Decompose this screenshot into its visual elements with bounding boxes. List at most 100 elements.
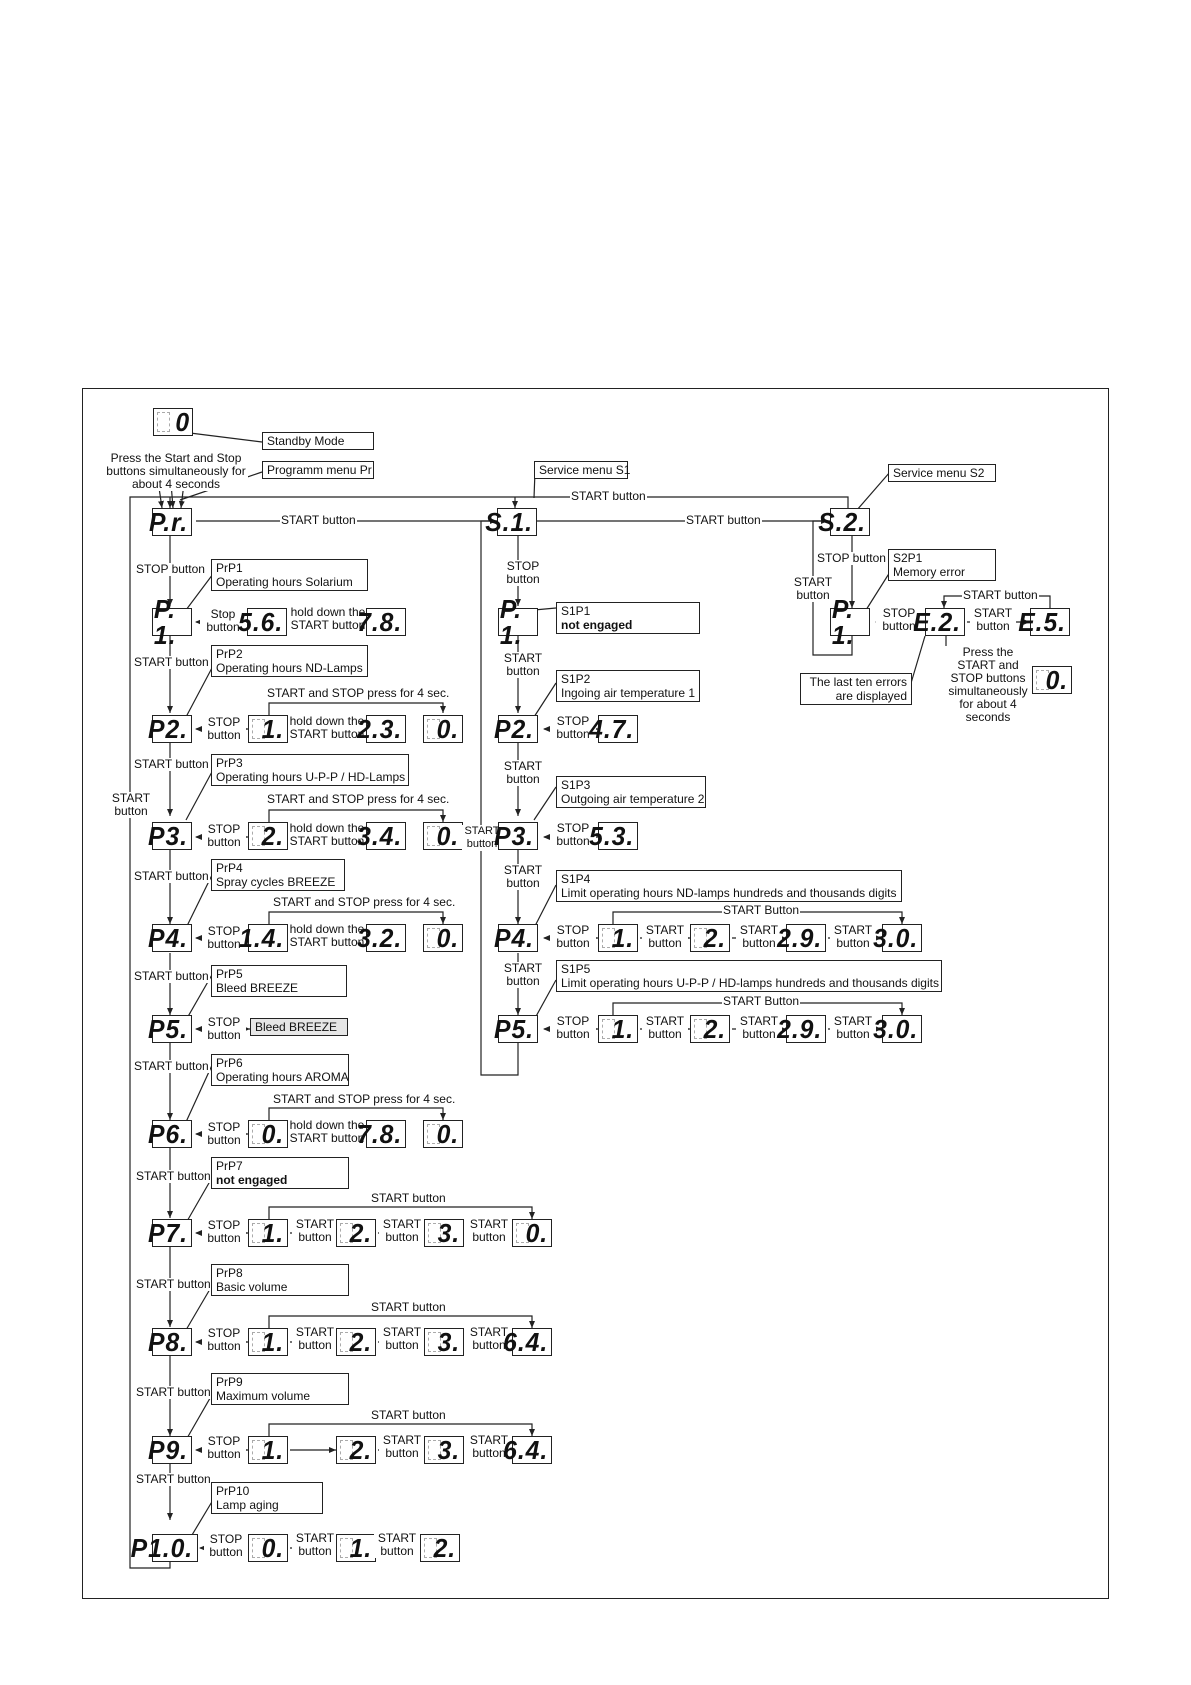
s1p4-step-label: START button xyxy=(500,864,546,890)
p2-value-3: 0. xyxy=(423,715,463,743)
s1p4-start-3-label: START button xyxy=(830,924,876,950)
p4-step-label: START button xyxy=(133,869,210,883)
p10-value-2: 1. xyxy=(336,1534,376,1562)
p9-loop-label: START button xyxy=(370,1408,447,1422)
p7-value-2: 2. xyxy=(336,1219,376,1247)
service-menu-s1-label: Service menu S1 xyxy=(534,461,630,479)
p4-hold-label: hold down the START button xyxy=(288,922,366,949)
p9-value-2: 2. xyxy=(336,1436,376,1464)
diagram-frame xyxy=(82,388,1109,1599)
p3-reset-label: START and STOP press for 4 sec. xyxy=(266,792,451,806)
s1p5-display: P5. xyxy=(494,1015,538,1043)
p10-value-1: 0. xyxy=(248,1534,288,1562)
s1-start-label: START button xyxy=(685,513,762,527)
p10-start-1-label: START button xyxy=(292,1532,338,1558)
s1p2-display: P2. xyxy=(494,715,538,743)
s2p1-loop-label: START button xyxy=(962,588,1039,602)
p10-step-label: START button xyxy=(135,1472,212,1486)
s1p4-stop-label: STOP button xyxy=(550,924,596,950)
p7-stop-label: STOP button xyxy=(202,1219,246,1245)
s1p3-step-label: START button xyxy=(500,760,546,786)
s1p5-step-label: START button xyxy=(500,962,546,988)
s1p3-value-1: 5.3. xyxy=(589,822,638,850)
s2-stop-label: STOP button xyxy=(816,551,887,565)
bleed-breeze-result: Bleed BREEZE xyxy=(250,1018,348,1036)
s2-return-label: START button xyxy=(790,576,836,602)
s2p1-display: P. 1. xyxy=(830,596,870,648)
s2-exit-display: 0. xyxy=(1032,666,1072,694)
p7-value-1: 1. xyxy=(248,1219,288,1247)
p2-step-label: START button xyxy=(133,655,210,669)
p1-display: P. 1. xyxy=(152,596,192,648)
service-menu-s2-label: Service menu S2 xyxy=(888,464,996,482)
s1p5-stop-label: STOP button xyxy=(550,1015,596,1041)
p9-stop-label: STOP button xyxy=(202,1435,246,1461)
p4-value-1: 1.4. xyxy=(239,924,288,952)
p6-value-2: 7.8. xyxy=(357,1120,406,1148)
standby-display: 0 xyxy=(153,408,193,436)
s1p5-value-2: 2. xyxy=(690,1015,730,1043)
p3-value-1: 2. xyxy=(248,822,288,850)
p3-value-2: 3.4. xyxy=(357,822,406,850)
p8-stop-label: STOP button xyxy=(202,1327,246,1353)
p10-start-2-label: START button xyxy=(374,1532,420,1558)
s1p4-display: P4. xyxy=(494,924,538,952)
p8-value-4: 6.4. xyxy=(503,1328,552,1356)
p8-value-2: 2. xyxy=(336,1328,376,1356)
s1-return-label: START button xyxy=(462,825,502,851)
s1p2-step-label: START button xyxy=(500,652,546,678)
s1p4-value-4: 3.0. xyxy=(873,924,922,952)
p4-value-3: 0. xyxy=(423,924,463,952)
error-display-1: E.2. xyxy=(913,608,965,636)
s1p5-start-1-label: START button xyxy=(642,1015,688,1041)
s1p4-value-2: 2. xyxy=(690,924,730,952)
p6-value-1: 0. xyxy=(248,1120,288,1148)
s1p2-stop-label: STOP button xyxy=(550,715,596,741)
p10-display: P1.0. xyxy=(131,1534,198,1562)
p8-loop-label: START button xyxy=(370,1300,447,1314)
s1p1-display: P. 1. xyxy=(498,596,538,648)
p1-hold-label: hold down the START button xyxy=(289,605,367,632)
p2-hold-label: hold down the START button xyxy=(288,714,366,741)
s1p4-value-1: 1. xyxy=(598,924,638,952)
p9-start-2-label: START button xyxy=(379,1434,425,1460)
p8-value-3: 3. xyxy=(424,1328,464,1356)
error-display-2: E.5. xyxy=(1018,608,1070,636)
p7-value-4: 0. xyxy=(512,1219,552,1247)
s1p5-value-1: 1. xyxy=(598,1015,638,1043)
p8-step-label: START button xyxy=(135,1277,212,1291)
standby-mode-label: Standby Mode xyxy=(262,432,374,450)
s1p3-display: P3. xyxy=(494,822,538,850)
p2-reset-label: START and STOP press for 4 sec. xyxy=(266,686,451,700)
programm-menu-label: Programm menu Pr xyxy=(262,461,374,479)
p7-loop-label: START button xyxy=(370,1191,447,1205)
p8-value-1: 1. xyxy=(248,1328,288,1356)
p9-value-4: 6.4. xyxy=(503,1436,552,1464)
p4-display: P4. xyxy=(148,924,192,952)
s1p4-start-2-label: START button xyxy=(736,924,782,950)
p6-reset-label: START and STOP press for 4 sec. xyxy=(272,1092,457,1106)
p3-display: P3. xyxy=(148,822,192,850)
s2-display: S.2. xyxy=(818,508,870,536)
p8-start-3-label: START button xyxy=(466,1326,512,1352)
p7-start-1-label: START button xyxy=(292,1218,338,1244)
standby-instruction: Press the Start and Stop buttons simulta… xyxy=(104,452,248,491)
s1-stop-label: STOP button xyxy=(500,560,546,586)
s1p4-loop-label: START Button xyxy=(722,903,801,917)
p3-hold-label: hold down the START button xyxy=(288,821,366,848)
p4-value-2: 3.2. xyxy=(357,924,406,952)
p6-display: P6. xyxy=(148,1120,192,1148)
p9-value-1: 1. xyxy=(248,1436,288,1464)
s1p5-value-3: 2.9. xyxy=(777,1015,826,1043)
p7-display: P7. xyxy=(148,1219,192,1247)
p3-stop-label: STOP button xyxy=(202,823,246,849)
